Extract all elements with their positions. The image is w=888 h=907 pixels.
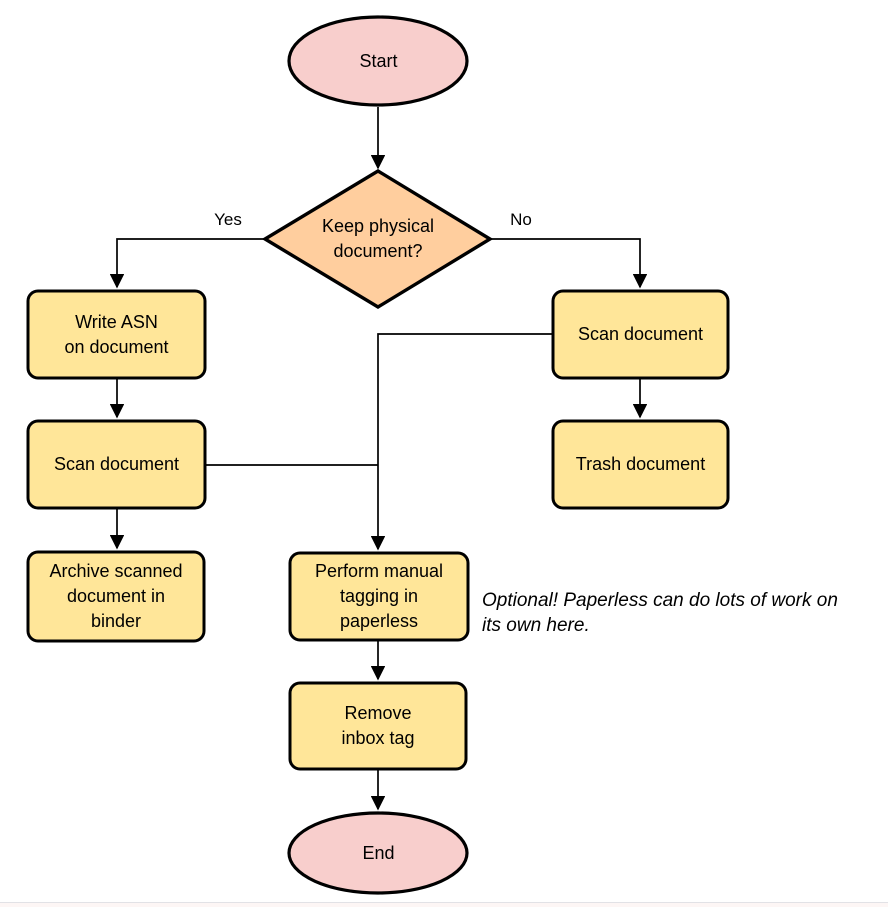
remove-inbox-tag-node: [288, 681, 468, 771]
archive-node: [26, 550, 206, 643]
trash-document-label: Trash document: [575, 454, 706, 474]
manual-tagging-label: Perform manual tagging in paperless: [314, 561, 444, 631]
start-label: Start: [359, 50, 398, 71]
trash-document-node: [551, 419, 730, 510]
yes-edge-label: Yes: [214, 210, 242, 229]
manual-tagging-node: [288, 551, 470, 642]
remove-inbox-tag-label: Remove inbox tag: [341, 703, 415, 748]
write-asn-label: Write ASN on document: [64, 311, 169, 357]
end-label: End: [362, 842, 395, 863]
scan-document-right-label: Scan document: [577, 324, 704, 344]
archive-label: Archive scanned document in binder: [49, 561, 183, 631]
scan-document-left-label: Scan document: [53, 454, 180, 474]
edge-decision-yes: [109, 238, 265, 289]
edge-decision-no: [490, 238, 648, 289]
decision-node: [261, 169, 494, 309]
bottom-window-strip: [0, 903, 888, 907]
start-node: [287, 15, 469, 107]
decision-label: Keep physical document?: [321, 216, 435, 261]
scan-document-left-node: [26, 419, 207, 510]
edge-scanright-to-tagging: [370, 333, 553, 551]
end-node: [287, 811, 469, 895]
no-edge-label: No: [510, 210, 532, 229]
optional-annotation: Optional! Paperless can do lots of work …: [482, 590, 838, 636]
write-asn-node: [26, 289, 207, 380]
bottom-window-edge: [0, 902, 888, 903]
scan-document-right-node: [551, 289, 730, 380]
